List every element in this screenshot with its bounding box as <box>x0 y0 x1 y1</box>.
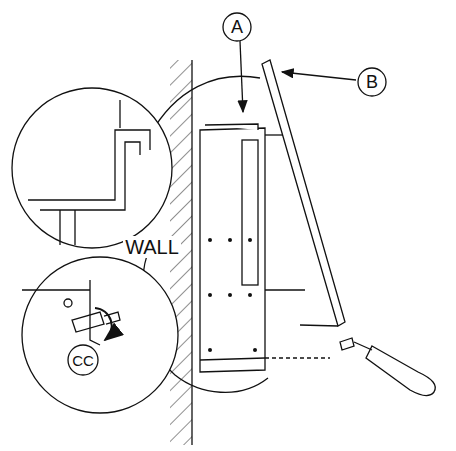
bracket-detail <box>28 100 150 245</box>
callout-circle <box>68 345 98 375</box>
wall-label: WALL <box>123 236 181 258</box>
leader-arrow <box>240 41 243 112</box>
leader-arrow <box>282 72 356 80</box>
callout-circle <box>223 13 251 41</box>
detail-circle <box>22 257 178 413</box>
callout-letter: A <box>231 18 243 36</box>
front-panel <box>262 60 345 326</box>
callout-letter: B <box>366 73 378 91</box>
guide-line <box>265 357 330 358</box>
callout-letter: CC <box>72 353 94 368</box>
detail-circle <box>12 88 172 248</box>
wall-face <box>191 60 192 445</box>
mounting-holes <box>208 238 257 352</box>
guide-line <box>265 289 305 290</box>
fireplace-unit <box>200 124 265 372</box>
screwdriver-handle <box>366 346 435 396</box>
screw <box>340 338 354 350</box>
panel-tab <box>300 325 338 326</box>
screw-detail <box>22 280 120 345</box>
screwdriver-shaft <box>354 342 372 350</box>
callout-circle <box>358 68 386 96</box>
